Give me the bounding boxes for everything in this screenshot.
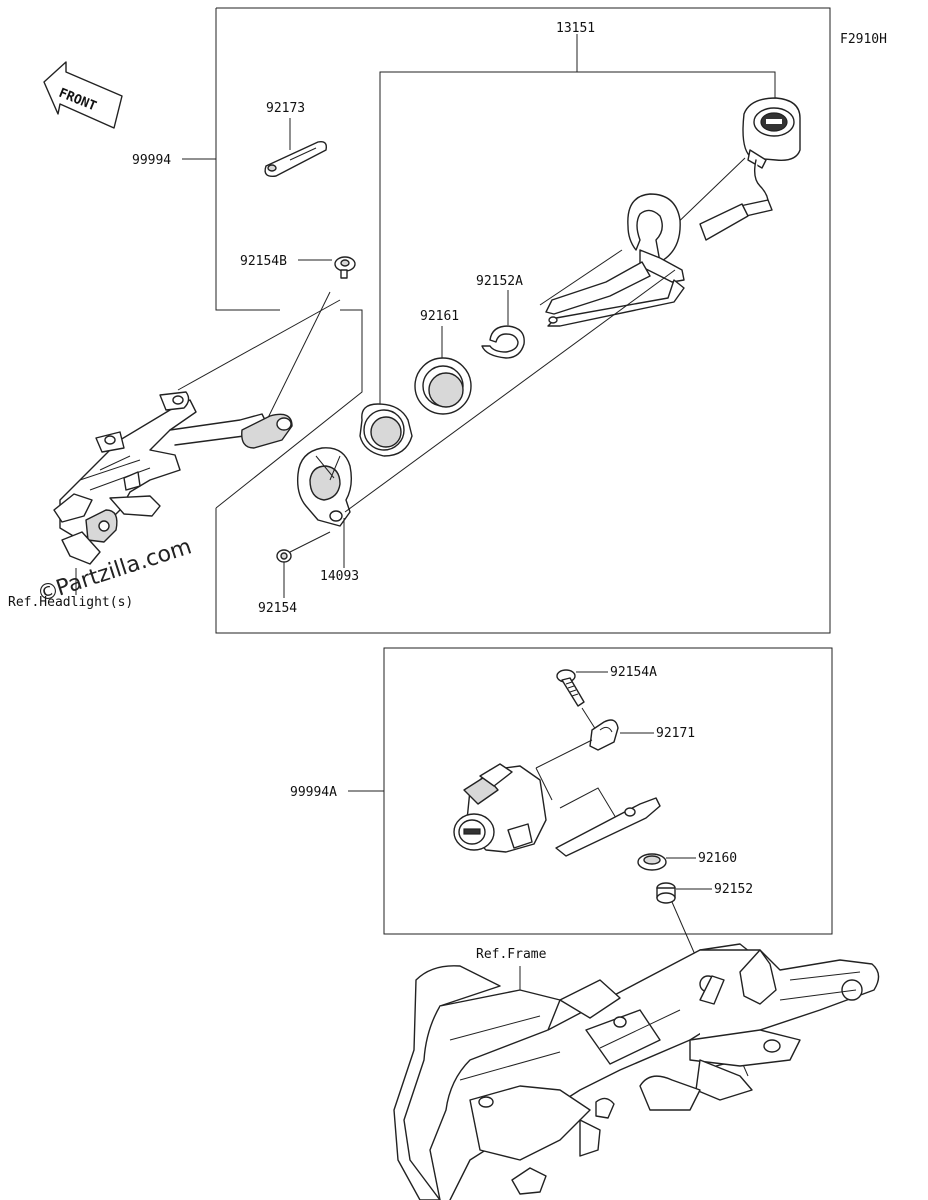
part-92152-collar[interactable]: [656, 882, 676, 904]
label-99994: 99994: [132, 153, 171, 168]
part-92154B-screw[interactable]: [334, 256, 356, 279]
ref-headlight: Ref.Headlight(s): [8, 595, 133, 610]
part-ignition-switch[interactable]: [453, 763, 547, 853]
diagram-code: F2910H: [840, 32, 887, 47]
upper-kit-frame: [215, 7, 831, 634]
label-92154B: 92154B: [240, 254, 287, 269]
upper-kit-frame-left: [215, 8, 280, 311]
part-14093-cover[interactable]: [296, 447, 353, 527]
label-13151: 13151: [556, 21, 595, 36]
label-92154A: 92154A: [610, 665, 657, 680]
label-14093: 14093: [320, 569, 359, 584]
label-92154: 92154: [258, 601, 297, 616]
part-92154A-bolt[interactable]: [556, 669, 585, 707]
label-92171: 92171: [656, 726, 695, 741]
leader-cover-bracket: [344, 269, 676, 513]
leader-ignition-bracket: [535, 739, 641, 819]
frame-drawing: [393, 943, 880, 1200]
part-92154-screw[interactable]: [276, 549, 292, 563]
front-arrow-icon: FRONT: [43, 61, 123, 129]
label-99994A: 99994A: [290, 785, 337, 800]
leader-socket-clamp: [667, 157, 746, 233]
leader-92154-install: [289, 531, 331, 553]
label-92173: 92173: [266, 101, 305, 116]
ref-frame: Ref.Frame: [476, 947, 547, 962]
part-92152A-clip[interactable]: [481, 325, 525, 359]
part-mounting-plate[interactable]: [555, 797, 661, 857]
label-92152A: 92152A: [476, 274, 523, 289]
part-92160-grommet[interactable]: [637, 853, 667, 871]
part-nut-ring[interactable]: [359, 403, 413, 457]
label-92152: 92152: [714, 882, 753, 897]
leader-92154B-install: [261, 291, 331, 431]
headlight-bracket-assembly: [53, 391, 293, 565]
part-clamp-bracket[interactable]: [545, 193, 685, 327]
part-92171-clamp[interactable]: [589, 719, 619, 751]
label-92160: 92160: [698, 851, 737, 866]
leader-bolt-clamp: [581, 707, 597, 731]
part-13151-socket[interactable]: [699, 97, 801, 241]
leader-clip-clamp: [539, 249, 623, 306]
lower-kit-frame: [383, 647, 833, 935]
upper-kit-frame-notch: [215, 309, 363, 509]
label-92161: 92161: [420, 309, 459, 324]
part-92173-plate[interactable]: [264, 140, 328, 177]
part-92161-grommet[interactable]: [414, 357, 472, 415]
leader-headlight-bracket: [177, 299, 341, 391]
